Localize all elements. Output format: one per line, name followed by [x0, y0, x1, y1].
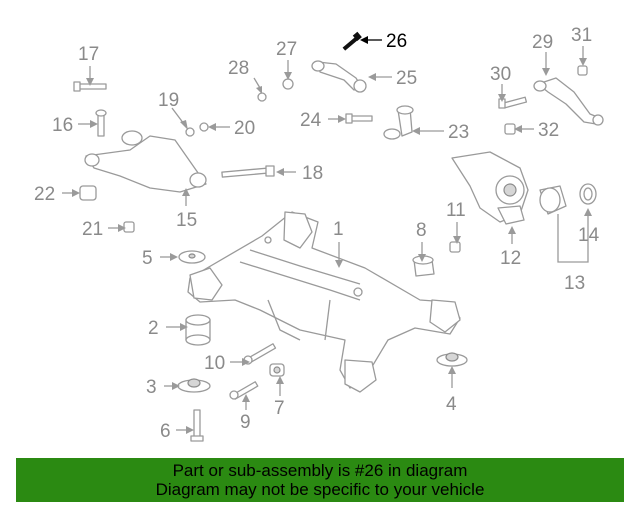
callout-13: 13	[564, 273, 585, 294]
part-10-bolt[interactable]	[243, 343, 277, 365]
callout-4: 4	[446, 394, 457, 415]
part-24-bolt[interactable]	[345, 113, 373, 124]
callout-30: 30	[490, 64, 511, 85]
callout-labels: 1 2 3 4 5 6 7 8 9 10 11 12 13 14 15 16 1…	[34, 25, 600, 442]
callout-3: 3	[146, 377, 157, 398]
part-3-mount[interactable]	[177, 378, 211, 393]
callout-24: 24	[300, 110, 322, 131]
part-29-arm[interactable]	[533, 77, 604, 126]
part-1-subframe[interactable]	[187, 211, 461, 393]
callout-11: 11	[446, 200, 466, 221]
banner-line-1: Part or sub-assembly is #26 in diagram	[172, 461, 468, 480]
part-28-nut[interactable]	[257, 92, 267, 102]
callout-28: 28	[228, 58, 249, 79]
banner-line-2: Diagram may not be specific to your vehi…	[155, 480, 485, 499]
part-32-nut[interactable]	[504, 123, 516, 135]
callout-7: 7	[274, 398, 285, 419]
callout-32: 32	[538, 120, 559, 141]
part-6-bolt[interactable]	[190, 409, 204, 442]
part-4-mount[interactable]	[436, 352, 468, 367]
callout-20: 20	[234, 118, 255, 139]
part-22-bushing[interactable]	[79, 185, 97, 201]
callout-19: 19	[158, 90, 179, 111]
callout-15: 15	[176, 210, 197, 231]
part-31-nut[interactable]	[577, 65, 588, 76]
info-banner: Part or sub-assembly is #26 in diagram D…	[16, 458, 624, 502]
callout-18: 18	[302, 163, 323, 184]
part-23-link[interactable]	[383, 105, 414, 140]
callout-2: 2	[148, 318, 159, 339]
callout-21: 21	[82, 219, 103, 240]
part-11-nut[interactable]	[449, 241, 461, 253]
part-16-bolt[interactable]	[95, 109, 107, 137]
callout-29: 29	[532, 32, 553, 53]
callout-5: 5	[142, 248, 153, 269]
part-21-nut[interactable]	[123, 221, 135, 233]
part-20-nut[interactable]	[199, 122, 209, 132]
callout-26: 26	[386, 31, 407, 52]
callout-16: 16	[52, 115, 73, 136]
part-26-bolt[interactable]	[342, 31, 362, 51]
callout-23: 23	[448, 122, 469, 143]
part-27-ring[interactable]	[282, 78, 294, 90]
part-30-bolt[interactable]	[498, 96, 528, 109]
part-9-bolt[interactable]	[229, 381, 259, 400]
callout-31: 31	[571, 25, 592, 46]
callout-22: 22	[34, 184, 55, 205]
callout-8: 8	[416, 220, 427, 241]
part-15-arm[interactable]	[84, 130, 207, 193]
callout-6: 6	[160, 421, 171, 442]
callout-1: 1	[333, 219, 344, 240]
part-12-knuckle[interactable]	[451, 151, 529, 225]
part-13-bushing[interactable]	[539, 185, 567, 215]
part-25-link[interactable]	[311, 60, 367, 93]
callout-12: 12	[500, 248, 521, 269]
callout-14: 14	[578, 225, 600, 246]
parts-diagram: 1 2 3 4 5 6 7 8 9 10 11 12 13 14 15 16 1…	[34, 25, 604, 442]
part-14-ring[interactable]	[579, 183, 597, 205]
callout-10: 10	[204, 353, 225, 374]
part-2-bushing[interactable]	[185, 314, 211, 346]
part-18-bolt[interactable]	[221, 165, 275, 178]
part-5-washer[interactable]	[178, 250, 206, 264]
leader-lines	[62, 36, 592, 434]
part-7-nut[interactable]	[269, 363, 285, 377]
callout-25: 25	[396, 68, 417, 89]
callout-9: 9	[240, 412, 251, 433]
callout-17: 17	[78, 44, 99, 65]
callout-27: 27	[276, 39, 297, 60]
